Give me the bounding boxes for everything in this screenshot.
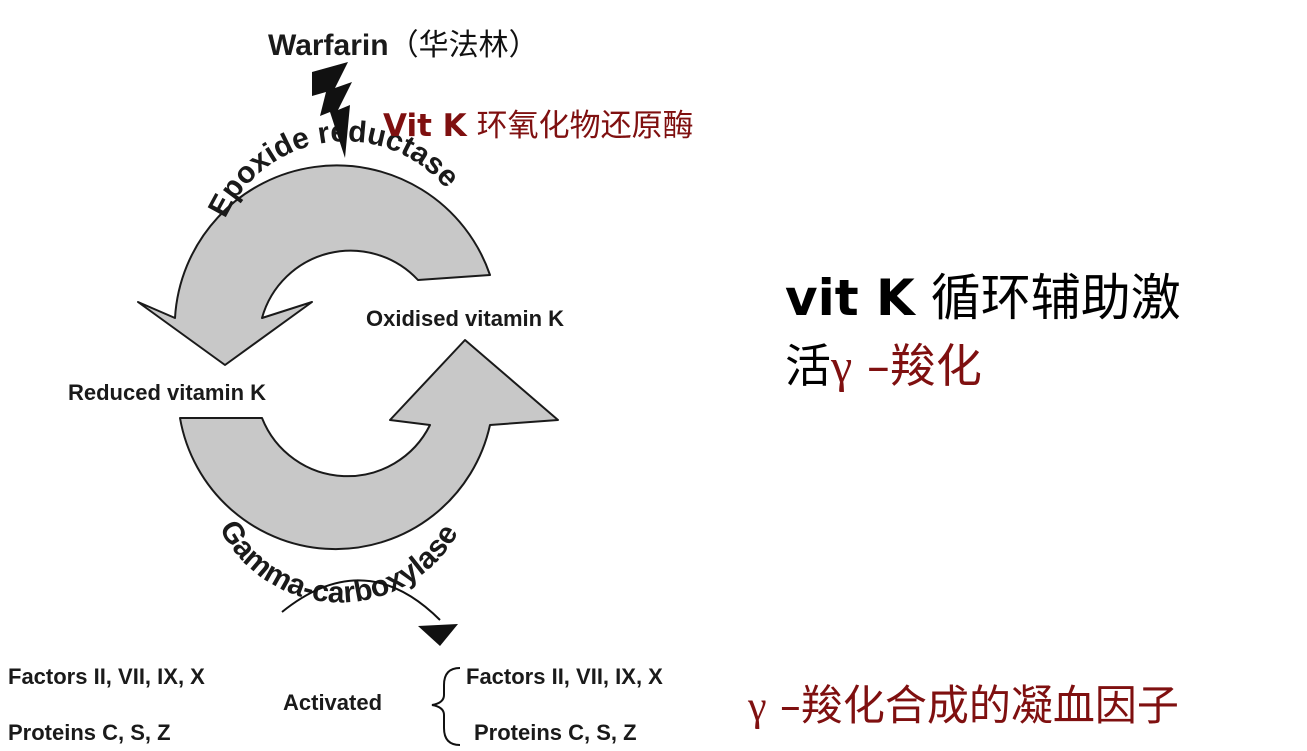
epoxide-cn-en: Vit K	[383, 108, 467, 144]
activation-arrowhead-icon	[418, 624, 458, 646]
cycle-description-line2-cn: 活	[785, 339, 831, 393]
epoxide-reductase-cn-label: Vit K 环氧化物还原酶	[383, 100, 694, 145]
warfarin-cn: （华法林）	[388, 28, 539, 63]
activated-label: Activated	[283, 690, 383, 715]
oxidised-vitamin-k-label: Oxidised vitamin K	[366, 306, 565, 331]
epoxide-reductase-arrow	[137, 164, 491, 366]
activated-factors-label: Factors II, VII, IX, X	[466, 664, 663, 689]
bottom-note-text: –羧化合成的凝血因子	[766, 681, 1179, 730]
brace-icon	[431, 667, 461, 746]
cycle-description-cn: 循环辅助激	[914, 269, 1181, 327]
warfarin-en: Warfarin	[268, 29, 389, 62]
reduced-vitamin-k-label: Reduced vitamin K	[68, 380, 267, 405]
bottom-gamma-symbol: γ	[748, 684, 767, 730]
epoxide-cn-text: 环氧化物还原酶	[466, 108, 694, 144]
cycle-description-line2: 活γ –羧化	[785, 330, 982, 396]
activation-curve-arrow	[281, 579, 441, 621]
activated-proteins-label: Proteins C, S, Z	[474, 720, 637, 745]
inactive-factors-label: Factors II, VII, IX, X	[8, 664, 205, 689]
warfarin-label: Warfarin（华法林）	[268, 20, 539, 64]
warfarin-inhibition-bolt-icon	[312, 62, 352, 158]
gamma-carboxylase-arrow	[179, 339, 559, 551]
inactive-proteins-label: Proteins C, S, Z	[8, 720, 171, 745]
cycle-description-line1: vit K 循环辅助激	[785, 258, 1181, 330]
gamma-symbol: γ	[831, 340, 853, 393]
cycle-description-en: vit K	[785, 269, 915, 327]
carboxylated-factors-note: γ –羧化合成的凝血因子	[748, 672, 1179, 733]
carboxylation-text: –羧化	[852, 339, 982, 393]
